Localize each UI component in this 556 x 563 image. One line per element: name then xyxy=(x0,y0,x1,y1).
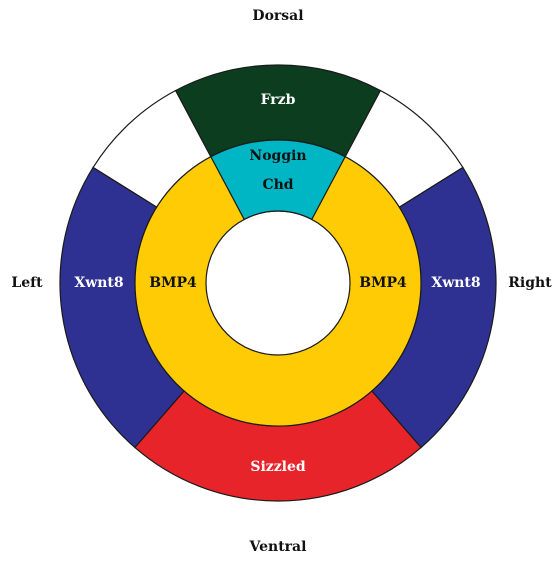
outer-ring xyxy=(59,64,497,502)
xwnt8-right-label: Xwnt8 xyxy=(431,275,480,291)
bmp4-ring xyxy=(134,139,422,427)
chd-label: Chd xyxy=(262,177,293,193)
left-label: Left xyxy=(11,275,43,291)
bmp4-right-label: BMP4 xyxy=(359,275,407,291)
sizzled-label: Sizzled xyxy=(250,459,306,475)
right-label: Right xyxy=(508,275,552,291)
frzb-label: Frzb xyxy=(261,92,296,108)
ventral-label: Ventral xyxy=(249,539,307,555)
noggin-chd-segment xyxy=(210,139,346,221)
xwnt8-left-label: Xwnt8 xyxy=(74,275,123,291)
inner-ring xyxy=(134,139,422,427)
noggin-label: Noggin xyxy=(249,148,306,164)
bmp4-left-label: BMP4 xyxy=(149,275,197,291)
dorsal-label: Dorsal xyxy=(252,8,303,24)
